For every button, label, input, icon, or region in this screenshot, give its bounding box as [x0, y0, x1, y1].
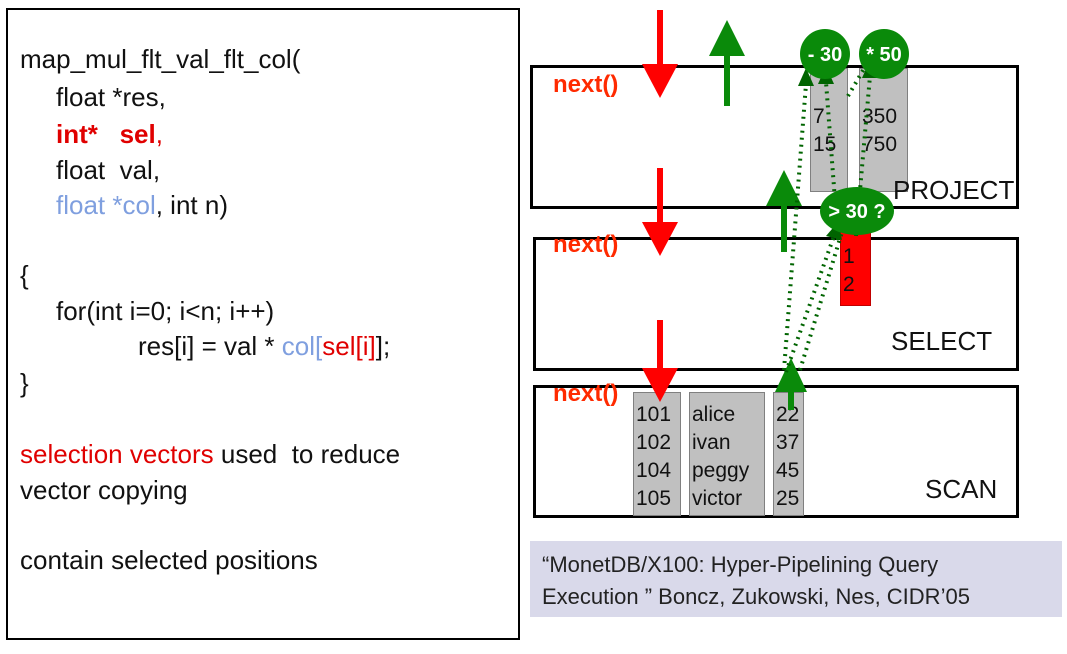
- scan-name: peggy: [692, 459, 750, 482]
- citation-box: “MonetDB/X100: Hyper-Pipelining Query Ex…: [530, 541, 1062, 617]
- code-line-sel: int* sel,: [56, 121, 163, 147]
- code-n-param: , int n): [155, 190, 228, 220]
- code-line-res: float *res,: [56, 82, 166, 112]
- selection-vector-column: 1 2: [840, 226, 871, 306]
- code-col-param: float *col: [56, 190, 156, 220]
- project-next-label: next(): [553, 71, 619, 98]
- flow-age-to-minus: [782, 83, 808, 371]
- note-selected-positions: contain selected positions: [20, 545, 318, 575]
- scan-next-label: next(): [553, 380, 619, 407]
- project-label: PROJECT: [893, 175, 1015, 205]
- selection-value: 2: [843, 273, 855, 296]
- scan-age: 25: [776, 487, 800, 510]
- code-assign-sel: sel[i]: [322, 331, 376, 361]
- code-line-val: float val,: [56, 155, 161, 185]
- scan-id: 101: [636, 403, 672, 426]
- times-badge-text: * 50: [866, 44, 902, 66]
- code-line-for: for(int i=0; i<n; i++): [56, 296, 275, 326]
- scan-id: 102: [636, 431, 672, 454]
- scan-label: SCAN: [925, 474, 998, 504]
- citation-line-1: “MonetDB/X100: Hyper-Pipelining Query: [542, 552, 939, 577]
- code-panel: map_mul_flt_val_flt_col( float *res, int…: [6, 8, 520, 640]
- select-label: SELECT: [891, 326, 993, 356]
- flow-age-to-filter-2: [798, 231, 844, 371]
- red-down-arrow-select: [642, 168, 678, 256]
- select-next-label: next(): [553, 231, 619, 258]
- scan-name-column: alice ivan peggy victor: [689, 392, 765, 516]
- code-line-assign: res[i] = val * col[sel[i]];: [138, 333, 390, 359]
- code-close-brace: }: [20, 368, 29, 398]
- code-sel-comma: ,: [155, 119, 163, 149]
- green-up-arrow-scan: [775, 358, 807, 410]
- code-sel-type: int*: [56, 119, 98, 149]
- green-up-arrow-project: [709, 20, 745, 106]
- minus-badge-text: - 30: [808, 44, 842, 66]
- code-assign-lhs: res[i] = val *: [138, 331, 282, 361]
- note-highlight: selection vectors: [20, 439, 214, 469]
- code-sel-name: sel: [119, 119, 156, 149]
- code-assign-lbracket: [: [315, 331, 323, 361]
- project-column-minus: 7 15: [810, 68, 848, 192]
- scan-name: victor: [692, 487, 743, 510]
- green-up-arrow-select: [766, 170, 802, 252]
- times-badge: * 50: [859, 29, 909, 79]
- project-b-value: 350: [862, 105, 898, 128]
- scan-age: 45: [776, 459, 800, 482]
- flow-age-to-filter: [784, 235, 836, 373]
- note-selection-vectors: selection vectors used to reduce: [20, 441, 400, 467]
- code-assign-end: ];: [375, 331, 391, 361]
- flow-select-to-times: [854, 75, 872, 237]
- scan-age: 37: [776, 431, 800, 454]
- project-a-value: 15: [813, 133, 837, 156]
- filter-badge: > 30 ?: [820, 187, 894, 235]
- red-down-arrow-scan: [642, 320, 678, 402]
- selection-value: 1: [843, 245, 855, 268]
- dotted-flow-lines: [782, 60, 872, 373]
- note-rest: used to reduce: [213, 439, 401, 469]
- scan-name: ivan: [692, 431, 731, 454]
- project-b-value: 750: [862, 133, 898, 156]
- code-line-function: map_mul_flt_val_flt_col(: [20, 44, 301, 74]
- minus-badge: - 30: [800, 29, 850, 79]
- project-a-value: 7: [813, 105, 825, 128]
- code-line-col: float *col, int n): [56, 192, 228, 218]
- filter-badge-text: > 30 ?: [828, 201, 885, 223]
- scan-id: 104: [636, 459, 672, 482]
- scan-id: 105: [636, 487, 672, 510]
- project-operator-box: [530, 65, 1019, 209]
- citation-line-2: Execution ” Boncz, Zukowski, Nes, CIDR’0…: [542, 584, 970, 609]
- red-down-arrow-project: [642, 10, 678, 98]
- note-vector-copying: vector copying: [20, 475, 188, 505]
- code-open-brace: {: [20, 260, 29, 290]
- code-assign-col: col: [281, 331, 316, 361]
- scan-name: alice: [692, 403, 736, 426]
- select-operator-box: [533, 237, 1019, 371]
